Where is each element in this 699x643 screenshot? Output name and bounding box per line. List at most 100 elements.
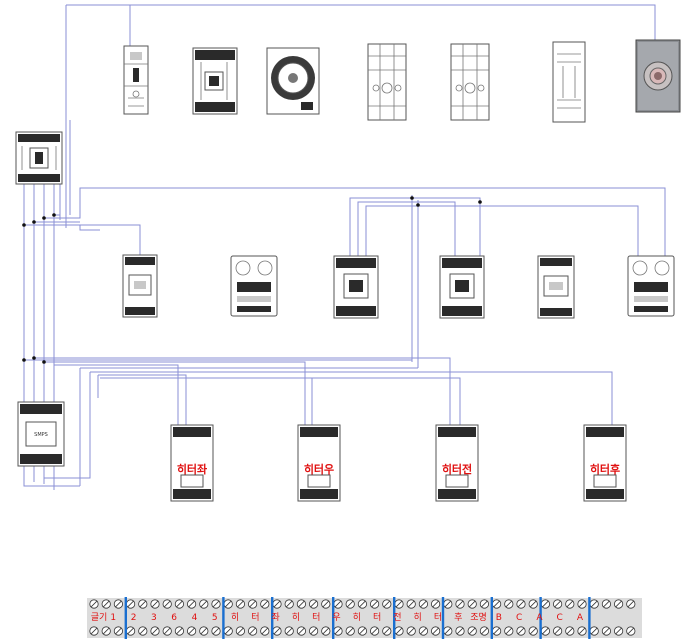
terminal-label: 우: [332, 612, 340, 623]
terminal-label: 히: [414, 612, 422, 623]
terminal-label: 터: [251, 612, 259, 623]
terminal-label: 전: [393, 612, 401, 623]
terminal-screw-slot: [627, 627, 634, 635]
terminal-screw-slot: [383, 627, 390, 635]
terminal-screw-slot: [530, 627, 537, 635]
terminal-screw-slot: [432, 600, 439, 608]
terminal-label: 히: [353, 612, 361, 623]
terminal-screw-slot: [542, 600, 549, 608]
terminal-divider: [124, 597, 127, 639]
slim-breaker: [123, 45, 149, 115]
terminal-screw-slot: [90, 600, 98, 608]
terminal-screw-slot: [151, 600, 159, 608]
wire: [66, 4, 131, 58]
terminal-screw-slot: [505, 600, 512, 608]
temperature-controller-2: [627, 255, 675, 317]
terminal-divider: [222, 597, 225, 639]
wire: [54, 364, 179, 428]
terminal-screw-slot: [261, 600, 268, 608]
terminal-screw-slot: [298, 627, 305, 635]
terminal-screw-slot: [310, 627, 317, 635]
terminal-screw-slot: [151, 627, 159, 635]
terminal-screw-slot: [212, 600, 220, 608]
terminal-label: 3: [151, 613, 157, 623]
terminal-screw-slot: [286, 600, 293, 608]
smps-power-module: SMPS: [17, 401, 65, 467]
contactor-4: [537, 255, 575, 319]
terminal-screw-slot: [615, 600, 622, 608]
terminal-screw-slot: [395, 627, 403, 635]
terminal-screw-slot: [554, 600, 561, 608]
terminal-screw-slot: [432, 627, 439, 635]
terminal-screw-slot: [408, 627, 415, 635]
smps-label: SMPS: [34, 432, 48, 438]
terminal-screw-slot: [347, 627, 354, 635]
terminal-label: 5: [212, 613, 218, 623]
terminal-screw-slot: [615, 627, 622, 635]
terminal-screw-slot: [517, 600, 525, 608]
heater-label-front: 히터전: [442, 462, 472, 476]
terminal-screw-slot: [139, 627, 146, 635]
contactor-1: [122, 254, 158, 318]
terminal-screw-slot: [542, 627, 549, 635]
terminal-screw-slot: [225, 600, 232, 608]
terminal-screw-slot: [517, 627, 525, 635]
wire: [98, 374, 187, 428]
terminal-label: 4: [192, 613, 198, 623]
heater-contactor-left: 히터좌: [170, 424, 214, 502]
terminal-label: A: [577, 613, 584, 623]
terminal-screw-slot: [408, 600, 415, 608]
terminal-screw-slot: [115, 600, 122, 608]
terminal-screw-slot: [322, 600, 329, 608]
wire: [34, 357, 451, 428]
terminal-screw-slot: [359, 600, 366, 608]
terminal-label: 좌: [271, 612, 279, 623]
terminal-screw-slot: [334, 600, 342, 608]
terminal-screw-slot: [603, 600, 610, 608]
terminal-screw-slot: [469, 600, 476, 608]
wire: [97, 375, 313, 428]
heater-label-right: 히터우: [304, 462, 334, 476]
terminal-label: B: [496, 613, 502, 623]
terminal-label: C: [516, 613, 522, 623]
wire: [79, 225, 100, 231]
terminal-screw-slot: [591, 600, 598, 608]
terminal-screw-slot: [578, 600, 586, 608]
wire: [130, 4, 656, 40]
temperature-controller-1: [230, 255, 278, 317]
contactor-3: [439, 255, 485, 319]
junction-dot: [32, 356, 36, 360]
terminal-screw-slot: [286, 627, 293, 635]
terminal-screw-slot: [298, 600, 305, 608]
terminal-screw-slot: [420, 627, 427, 635]
junction-dot: [410, 196, 414, 200]
terminal-screw-slot: [444, 600, 451, 608]
terminal-divider: [588, 597, 591, 639]
terminal-screw-slot: [627, 600, 634, 608]
junction-dot: [22, 358, 26, 362]
terminal-screw-slot: [188, 600, 195, 608]
terminal-screw-slot: [395, 600, 403, 608]
terminal-screw-slot: [566, 600, 573, 608]
terminal-screw-slot: [237, 627, 244, 635]
terminal-divider: [271, 597, 274, 639]
terminal-screw-slot: [164, 627, 171, 635]
flame-sensor: [635, 39, 681, 113]
terminal-label: 히: [292, 612, 300, 623]
terminal-screw-slot: [139, 600, 146, 608]
terminal-screw-slot: [371, 627, 378, 635]
terminal-divider: [393, 597, 396, 639]
circuit-breaker: [192, 47, 238, 115]
terminal-screw-slot: [115, 627, 122, 635]
terminal-screw-slot: [469, 627, 476, 635]
terminal-label: A: [536, 613, 543, 623]
terminal-screw-slot: [420, 600, 427, 608]
terminal-label: 터: [373, 612, 381, 623]
terminal-label: 후: [454, 612, 462, 623]
wire: [44, 187, 666, 262]
heater-label-rear: 히터후: [590, 462, 620, 476]
terminal-screws-top: [89, 599, 636, 609]
terminal-label: 히: [231, 612, 239, 623]
junction-dot: [32, 220, 36, 224]
